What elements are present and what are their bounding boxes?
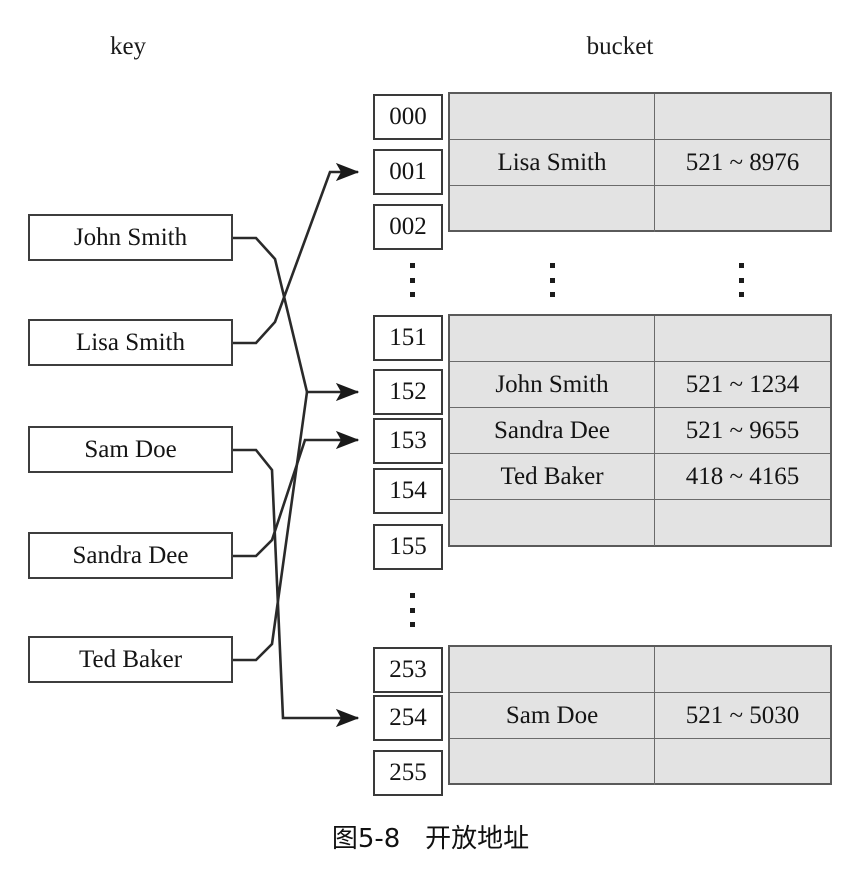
index-box-254[interactable]: 254: [373, 695, 443, 741]
index-box-002[interactable]: 002: [373, 204, 443, 250]
index-box-153[interactable]: 153: [373, 418, 443, 464]
key-box-john-smith[interactable]: John Smith: [28, 214, 233, 261]
index-box-155[interactable]: 155: [373, 524, 443, 570]
bucket-row[interactable]: [450, 739, 830, 785]
bucket-cell-name: Ted Baker: [450, 454, 655, 499]
dot: [738, 263, 744, 268]
bucket-cell-name: John Smith: [450, 362, 655, 407]
bucket-row[interactable]: Sandra Dee 521 ~ 9655: [450, 408, 830, 454]
bucket-cell-value: [655, 186, 830, 232]
bucket-row[interactable]: John Smith 521 ~ 1234: [450, 362, 830, 408]
ellipsis-index-1: [408, 263, 416, 297]
figure-caption: 图5-8 开放地址: [331, 824, 530, 854]
index-box-154[interactable]: 154: [373, 468, 443, 514]
bucket-cell-name: [450, 739, 655, 785]
index-box-152[interactable]: 152: [373, 369, 443, 415]
dot: [549, 292, 555, 297]
index-box-001[interactable]: 001: [373, 149, 443, 195]
dot: [409, 292, 415, 297]
bucket-row[interactable]: [450, 316, 830, 362]
connector-sam-doe-to-254: [233, 448, 360, 728]
bucket-cell-value: [655, 500, 830, 546]
connector-ted-baker-to-152: [233, 391, 309, 662]
bucket-cell-value: [655, 94, 830, 139]
index-box-255[interactable]: 255: [373, 750, 443, 796]
dot: [409, 622, 415, 627]
key-box-lisa-smith[interactable]: Lisa Smith: [28, 319, 233, 366]
bucket-cell-value: 521 ~ 9655: [685, 416, 800, 444]
bucket-block-253-255: Sam Doe 521 ~ 5030: [448, 645, 832, 785]
connector-sandra-dee-to-153: [233, 430, 360, 558]
connector-john-smith-to-152: [233, 236, 360, 402]
bucket-cell-value: 521 ~ 8976: [685, 148, 800, 176]
dot: [738, 277, 744, 283]
dot: [549, 277, 555, 283]
index-box-151[interactable]: 151: [373, 315, 443, 361]
bucket-cell-name: Sam Doe: [450, 693, 655, 738]
bucket-row[interactable]: Lisa Smith 521 ~ 8976: [450, 140, 830, 186]
bucket-cell-value: 418 ~ 4165: [685, 462, 800, 490]
bucket-row[interactable]: [450, 647, 830, 693]
bucket-cell-name: Lisa Smith: [450, 140, 655, 185]
dot: [409, 263, 415, 268]
bucket-cell-value: [655, 316, 830, 361]
key-box-ted-baker[interactable]: Ted Baker: [28, 636, 233, 683]
bucket-cell-value: 521 ~ 5030: [685, 701, 800, 729]
dot: [409, 593, 415, 598]
key-box-sam-doe[interactable]: Sam Doe: [28, 426, 233, 473]
dot: [409, 607, 415, 613]
bucket-cell-name: [450, 647, 655, 692]
ellipsis-name-1: [548, 263, 556, 297]
bucket-cell-name: Sandra Dee: [450, 408, 655, 453]
bucket-row[interactable]: Sam Doe 521 ~ 5030: [450, 693, 830, 739]
column-header-bucket: bucket: [586, 33, 654, 60]
bucket-cell-name: [450, 186, 655, 232]
index-box-253[interactable]: 253: [373, 647, 443, 693]
bucket-cell-value: [655, 739, 830, 785]
dot: [549, 263, 555, 268]
bucket-row[interactable]: Ted Baker 418 ~ 4165: [450, 454, 830, 500]
key-box-sandra-dee[interactable]: Sandra Dee: [28, 532, 233, 579]
bucket-cell-value: [655, 647, 830, 692]
bucket-cell-value: 521 ~ 1234: [685, 370, 800, 398]
connector-lisa-smith-to-001: [233, 162, 360, 345]
bucket-row[interactable]: [450, 500, 830, 546]
dot: [409, 277, 415, 283]
bucket-row[interactable]: [450, 94, 830, 140]
bucket-cell-name: [450, 500, 655, 546]
dot: [738, 292, 744, 297]
ellipsis-value-1: [737, 263, 745, 297]
index-box-000[interactable]: 000: [373, 94, 443, 140]
bucket-cell-name: [450, 94, 655, 139]
bucket-row[interactable]: [450, 186, 830, 232]
ellipsis-index-2: [408, 593, 416, 627]
column-header-key: key: [109, 33, 147, 60]
bucket-block-151-155: John Smith 521 ~ 1234 Sandra Dee 521 ~ 9…: [448, 314, 832, 547]
bucket-block-000-002: Lisa Smith 521 ~ 8976: [448, 92, 832, 232]
bucket-cell-name: [450, 316, 655, 361]
